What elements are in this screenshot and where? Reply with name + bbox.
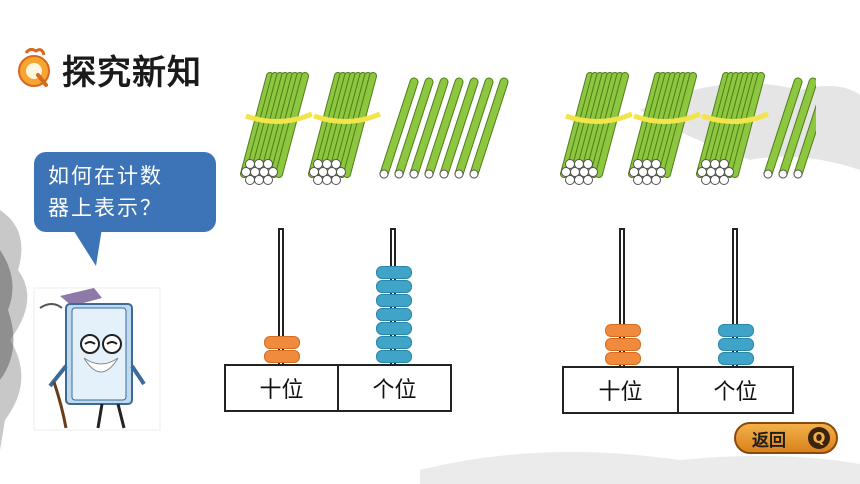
ones-bead xyxy=(376,322,412,335)
ones-place-label: 个位 xyxy=(337,366,450,410)
bundle-of-ten xyxy=(308,72,382,185)
ones-place-label: 个位 xyxy=(677,368,792,412)
single-stick xyxy=(778,77,816,179)
ones-bead xyxy=(376,280,412,293)
tens-bead xyxy=(605,338,641,351)
tens-bead xyxy=(605,352,641,365)
single-stick xyxy=(454,77,494,179)
single-stick xyxy=(793,104,816,179)
bundle-of-ten xyxy=(628,72,702,185)
tens-place-label: 十位 xyxy=(259,378,304,403)
speech-bubble: 如何在计数 器上表示？ xyxy=(34,152,216,232)
place-value-base: 十位 个位 xyxy=(562,366,794,414)
return-q-icon: Q xyxy=(808,427,830,449)
speech-bubble-tail xyxy=(72,228,102,266)
return-button[interactable]: 返回 Q xyxy=(734,422,838,454)
stick-bundles-left xyxy=(240,72,509,185)
bubble-line-2: 器上表示？ xyxy=(48,196,163,220)
ones-bead xyxy=(376,266,412,279)
ones-bead xyxy=(376,350,412,363)
page-header: 探究新知 xyxy=(14,44,202,94)
bubble-line-1: 如何在计数 xyxy=(48,164,163,188)
magnifier-q-icon xyxy=(14,47,54,91)
ones-bead xyxy=(718,338,754,351)
tens-place-label: 十位 xyxy=(598,380,643,405)
abacus-right: 十位 个位 xyxy=(562,226,794,414)
ones-bead xyxy=(376,336,412,349)
page-title: 探究新知 xyxy=(62,52,202,93)
place-value-base: 十位 个位 xyxy=(224,364,452,412)
single-stick xyxy=(394,77,434,179)
bundle-of-ten xyxy=(696,72,770,185)
ones-bead xyxy=(376,308,412,321)
bundle-of-ten xyxy=(560,72,634,185)
stick-bundles-right xyxy=(560,72,816,185)
return-button-label: 返回 xyxy=(752,430,786,451)
single-stick xyxy=(409,77,449,179)
book-character-illustration xyxy=(33,287,161,431)
ones-bead xyxy=(718,352,754,365)
single-stick xyxy=(424,77,464,179)
abacus-left: 十位 个位 xyxy=(224,226,452,412)
bundle-of-ten xyxy=(240,72,314,185)
ones-bead xyxy=(376,294,412,307)
tens-bead xyxy=(264,350,300,363)
tens-bead xyxy=(605,324,641,337)
single-stick xyxy=(763,77,803,179)
ones-bead xyxy=(718,324,754,337)
single-stick xyxy=(439,77,479,179)
tens-bead xyxy=(264,336,300,349)
single-stick xyxy=(379,77,419,179)
single-stick xyxy=(469,77,509,179)
